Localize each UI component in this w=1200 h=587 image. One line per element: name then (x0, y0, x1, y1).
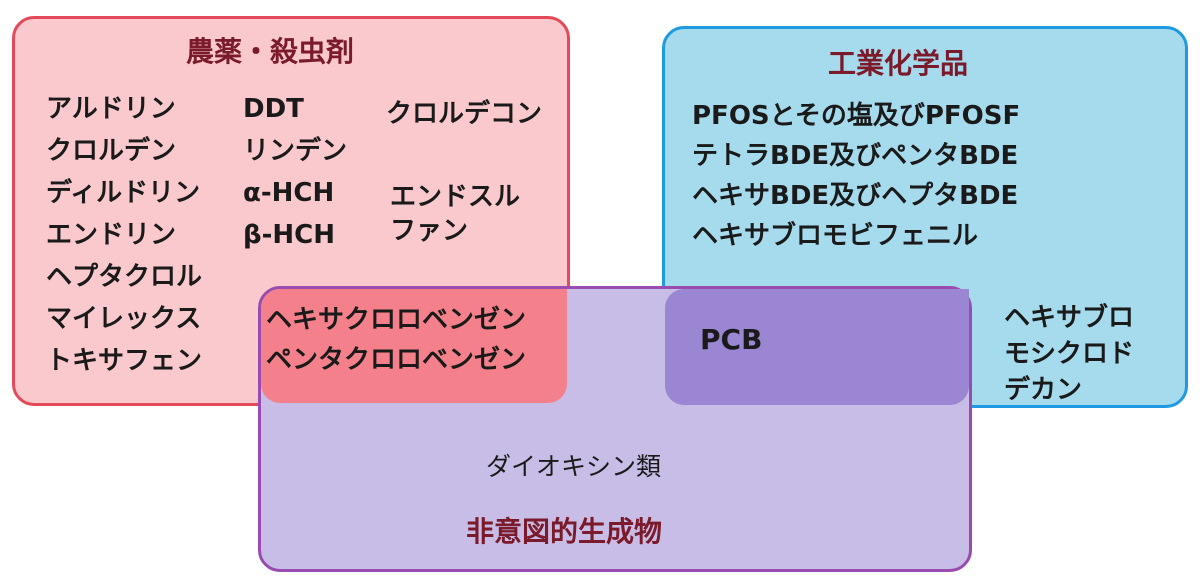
list-item: エンドリン (46, 220, 177, 250)
industrial-title: 工業化学品 (828, 47, 969, 80)
industrial-item-hbcd: ヘキサブロ モシクロド デカン (1004, 303, 1135, 405)
pesticides-item-endosulfan: エンドスル ファン (390, 182, 521, 246)
industrial-list: PFOSとその塩及びPFOSF テトラBDE及びペンタBDE ヘキサBDE及びヘ… (692, 96, 1020, 256)
pesticides-list-1: アルドリン クロルデン ディルドリン エンドリン ヘプタクロル マイレックス ト… (46, 88, 202, 382)
pesticides-item-chlordecone: クロルデコン (386, 99, 543, 129)
pesticides-list-2: DDT リンデン α-HCH β-HCH (243, 88, 347, 256)
list-item: ヘキサブロモビフェニル (692, 221, 979, 251)
list-item: ペンタクロロベンゼン (266, 345, 527, 375)
list-item: クロルデン (46, 136, 177, 166)
pesticides-unintentional-overlap (261, 289, 567, 403)
list-item: α-HCH (243, 178, 335, 208)
list-item: トキサフェン (46, 346, 203, 376)
list-item: DDT (243, 94, 304, 124)
pesticides-unintentional-list: ヘキサクロロベンゼン ペンタクロロベンゼン (266, 300, 526, 380)
unintentional-item: ダイオキシン類 (486, 452, 662, 481)
list-item: マイレックス (46, 304, 202, 334)
list-item: ヘキサクロロベンゼン (266, 305, 527, 335)
industrial-unintentional-overlap (665, 289, 969, 405)
list-item: ヘプタクロル (46, 262, 203, 292)
list-item: PFOSとその塩及びPFOSF (692, 101, 1021, 131)
pesticides-title: 農薬・殺虫剤 (186, 35, 355, 68)
unintentional-title: 非意図的生成物 (466, 515, 663, 548)
industrial-unintentional-item: PCB (700, 323, 763, 356)
list-item: β-HCH (243, 220, 336, 250)
list-item: ディルドリン (46, 178, 201, 208)
list-item: ヘキサBDE及びヘプタBDE (692, 181, 1019, 211)
list-item: アルドリン (46, 94, 176, 124)
list-item: リンデン (243, 136, 348, 166)
list-item: テトラBDE及びペンタBDE (692, 141, 1019, 171)
